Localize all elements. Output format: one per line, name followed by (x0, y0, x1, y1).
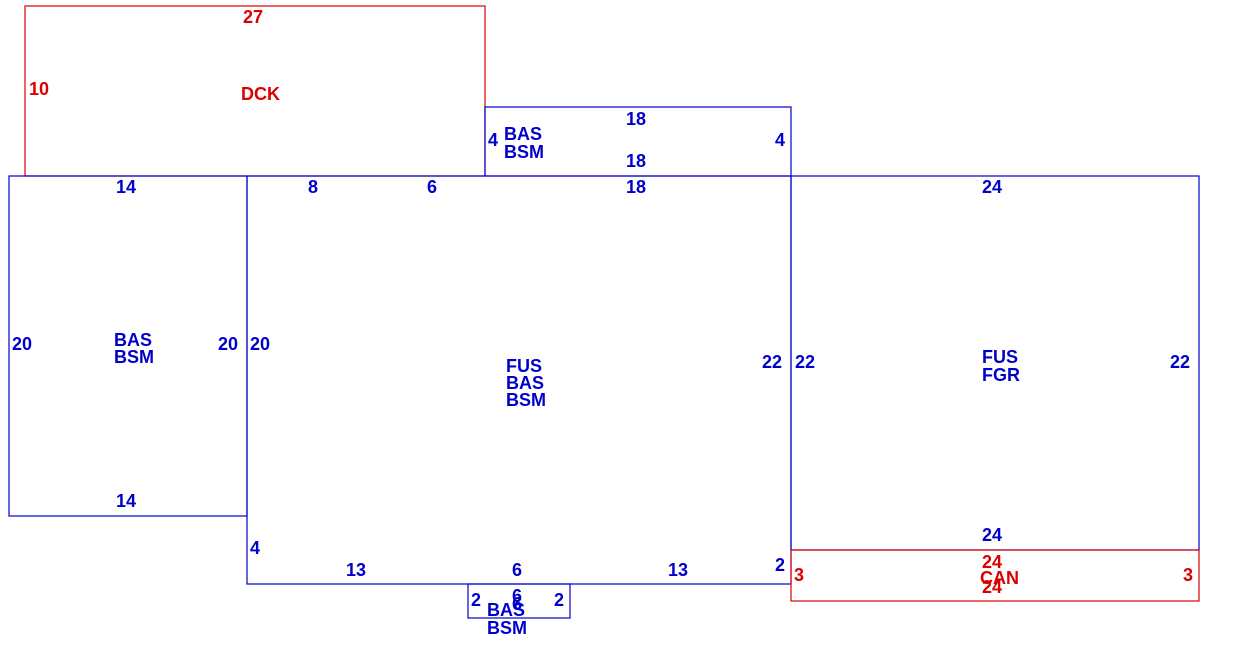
main-code-1: FUS (506, 356, 542, 376)
main-bottom-dimension-c: 13 (668, 560, 688, 580)
small-bump-left-dimension: 2 (471, 590, 481, 610)
left-wing-right-dimension: 20 (218, 334, 238, 354)
small-bump-code-2: BSM (487, 618, 527, 638)
left-wing-bottom-dimension: 14 (116, 491, 136, 511)
main-left-dimension: 20 (250, 334, 270, 354)
main-right-dimension: 22 (762, 352, 782, 372)
garage-code-1: FUS (982, 347, 1018, 367)
main-top-dimension-c: 18 (626, 177, 646, 197)
left-wing-top-dimension: 14 (116, 177, 136, 197)
canopy-area-code: CAN (980, 568, 1019, 588)
main-bottom-dimension-b: 6 (512, 560, 522, 580)
small-bump-top-dimension: 6 (512, 586, 522, 606)
canopy-outline (790, 549, 1200, 602)
canopy-top-dimension: 24 (982, 552, 1002, 572)
garage-right-dimension: 22 (1170, 352, 1190, 372)
upper-bump-bottom-dimension: 18 (626, 151, 646, 171)
upper-bump-right-dimension: 4 (775, 130, 785, 150)
canopy-left-dimension: 3 (794, 565, 804, 585)
main-bottom-dimension-a: 13 (346, 560, 366, 580)
small-bump-mid-dimension: 6 (512, 594, 522, 614)
small-bump-right-dimension: 2 (554, 590, 564, 610)
upper-bump-top-dimension: 18 (626, 109, 646, 129)
canopy-bottom-dimension: 24 (982, 577, 1002, 597)
main-top-dimension-b: 6 (427, 177, 437, 197)
left-wing-code-1: BAS (114, 330, 152, 350)
garage-code-2: FGR (982, 365, 1020, 385)
small-bump-outline (467, 583, 571, 619)
deck-area-code: DCK (241, 84, 280, 104)
upper-bump-code-2: BSM (504, 142, 544, 162)
main-left-lower-dimension: 4 (250, 538, 260, 558)
main-right-lower-dimension: 2 (775, 555, 785, 575)
main-top-dimension-a: 8 (308, 177, 318, 197)
canopy-right-dimension: 3 (1183, 565, 1193, 585)
garage-top-dimension: 24 (982, 177, 1002, 197)
main-code-3: BSM (506, 390, 546, 410)
upper-bump-code-1: BAS (504, 124, 542, 144)
deck-top-dimension: 27 (243, 7, 263, 27)
garage-bottom-dimension: 24 (982, 525, 1002, 545)
garage-left-dimension: 22 (795, 352, 815, 372)
deck-left-dimension: 10 (29, 79, 49, 99)
upper-bump-left-dimension: 4 (488, 130, 498, 150)
left-wing-code-2: BSM (114, 347, 154, 367)
left-wing-left-dimension: 20 (12, 334, 32, 354)
main-code-2: BAS (506, 373, 544, 393)
small-bump-code-1: BAS (487, 600, 525, 620)
